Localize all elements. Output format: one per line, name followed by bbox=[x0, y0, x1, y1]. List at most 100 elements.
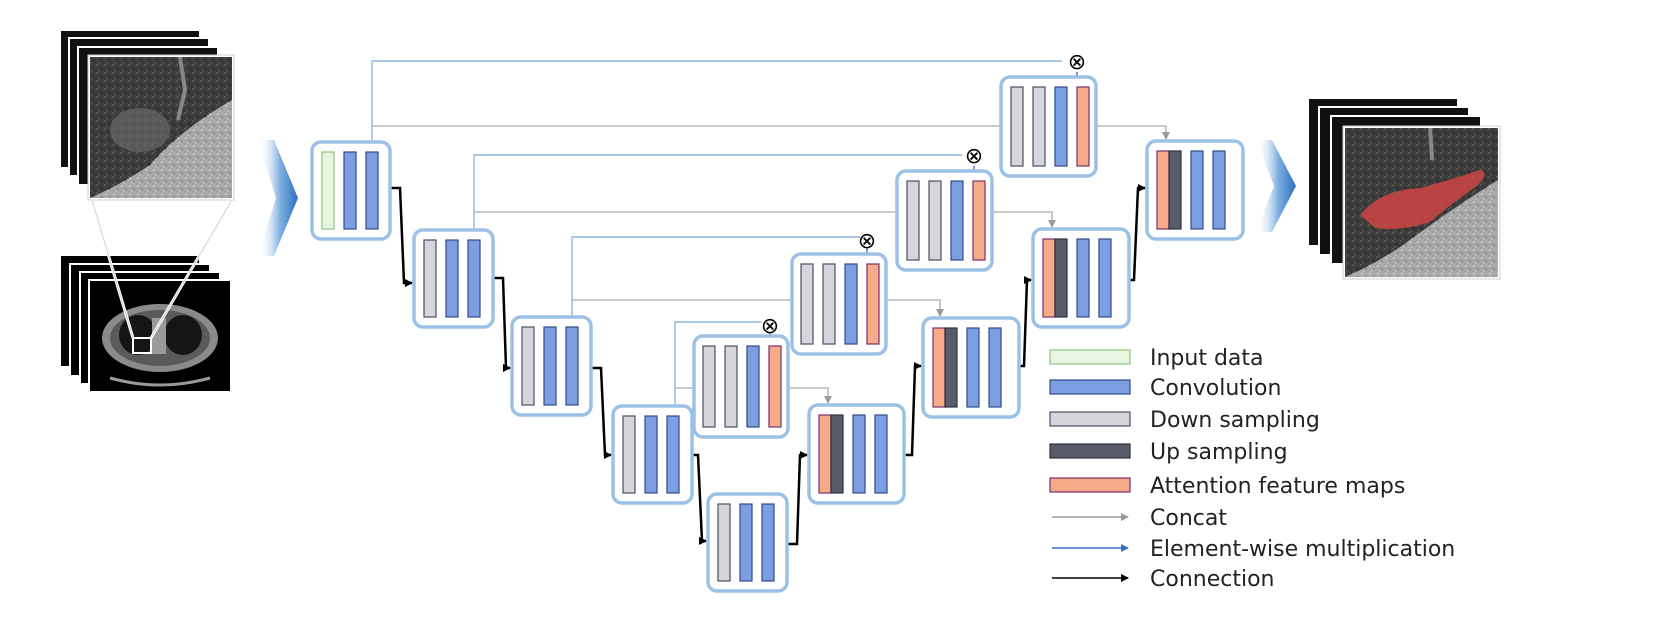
down-bar bbox=[717, 503, 731, 582]
legend-swatch bbox=[1049, 443, 1131, 459]
connection-line-3 bbox=[591, 366, 612, 459]
down-bar bbox=[521, 326, 535, 406]
connection-lines bbox=[371, 60, 1170, 546]
down-bar bbox=[702, 345, 716, 428]
down-bar bbox=[724, 345, 738, 428]
down-bar bbox=[1032, 86, 1046, 167]
attention-bar bbox=[972, 180, 986, 261]
flow-arrow-in bbox=[258, 140, 298, 256]
conv-bar bbox=[746, 345, 760, 428]
conv-bar bbox=[467, 239, 481, 318]
legend-item-conv: Convolution bbox=[1049, 376, 1281, 401]
concat-line-3 bbox=[572, 299, 944, 317]
conv-bar bbox=[1098, 238, 1112, 318]
conv-bar bbox=[565, 326, 579, 406]
conv-bar bbox=[343, 151, 357, 230]
legend-item-attention: Attention feature maps bbox=[1049, 474, 1405, 499]
down-bar bbox=[906, 180, 920, 261]
up-bar bbox=[830, 414, 844, 494]
conv-bar bbox=[1076, 238, 1090, 318]
multiply-line-3 bbox=[571, 236, 860, 317]
encoder-block-3 bbox=[510, 315, 593, 417]
legend-label: Input data bbox=[1150, 346, 1264, 371]
down-bar bbox=[622, 415, 636, 494]
encoder-block-1 bbox=[310, 140, 392, 241]
connection-line-7 bbox=[1019, 276, 1032, 368]
attention-bar bbox=[1076, 86, 1090, 167]
attention-block-4 bbox=[999, 75, 1098, 178]
connection-line-1 bbox=[390, 186, 413, 287]
conv-bar bbox=[950, 180, 964, 261]
legend-item-concat: Concat bbox=[1052, 506, 1227, 531]
legend-swatch bbox=[1049, 349, 1131, 365]
legend-item-up: Up sampling bbox=[1049, 440, 1288, 465]
decoder-block-1 bbox=[807, 403, 906, 505]
down-bar bbox=[928, 180, 942, 261]
encoder-block-4 bbox=[611, 404, 694, 505]
legend-swatch bbox=[1049, 411, 1131, 427]
down-bar bbox=[1010, 86, 1024, 167]
conv-bar bbox=[966, 327, 980, 408]
legend-swatch bbox=[1049, 477, 1131, 493]
input-ct-images bbox=[59, 29, 235, 393]
decoder-block-3 bbox=[1031, 227, 1131, 329]
down-bar bbox=[800, 263, 814, 345]
attention-bar bbox=[1042, 238, 1056, 318]
multiply-symbol-2: ⊗ bbox=[965, 144, 983, 169]
attention-bar bbox=[866, 263, 880, 345]
multiply-line-4 bbox=[674, 321, 762, 406]
legend-item-multiply: Element-wise multiplication bbox=[1052, 537, 1455, 562]
connection-line-2 bbox=[493, 276, 511, 372]
conv-bar bbox=[1212, 150, 1226, 230]
up-bar bbox=[1168, 150, 1182, 230]
legend-label: Concat bbox=[1150, 506, 1227, 531]
output-segmentation-images bbox=[1307, 97, 1501, 280]
legend-item-connection: Connection bbox=[1052, 567, 1274, 592]
encoder-block-2 bbox=[412, 228, 495, 329]
decoder-block-2 bbox=[921, 316, 1021, 419]
down-bar bbox=[822, 263, 836, 345]
multiply-symbols: ⊗⊗⊗⊗ bbox=[761, 50, 1086, 339]
up-bar bbox=[1054, 238, 1068, 318]
conv-bar bbox=[666, 415, 680, 494]
conv-bar bbox=[739, 503, 753, 582]
bottleneck-block bbox=[706, 492, 789, 593]
attention-bar bbox=[768, 345, 782, 428]
attention-bar bbox=[1156, 150, 1170, 230]
legend-item-input: Input data bbox=[1049, 346, 1264, 371]
conv-bar bbox=[1054, 86, 1068, 167]
concat-line-1 bbox=[372, 125, 1170, 140]
conv-bar bbox=[761, 503, 775, 582]
network-blocks bbox=[310, 75, 1245, 593]
multiply-symbol-4: ⊗ bbox=[761, 314, 779, 339]
connection-line-4 bbox=[692, 453, 707, 545]
down-bar bbox=[423, 239, 437, 318]
conv-bar bbox=[1190, 150, 1204, 230]
block-frame bbox=[790, 252, 888, 356]
attention-block-1 bbox=[692, 334, 790, 439]
conv-bar bbox=[874, 414, 888, 494]
connection-line-6 bbox=[904, 362, 922, 457]
legend-label: Down sampling bbox=[1150, 408, 1320, 433]
attention-bar bbox=[818, 414, 832, 494]
connection-line-8 bbox=[1129, 184, 1146, 282]
attention-bar bbox=[932, 327, 946, 408]
flow-arrow-out bbox=[1256, 140, 1296, 232]
conv-bar bbox=[365, 151, 379, 230]
conv-bar bbox=[543, 326, 557, 406]
block-frame bbox=[999, 75, 1098, 178]
attention-block-2 bbox=[790, 252, 888, 356]
conv-bar bbox=[445, 239, 459, 318]
conv-bar bbox=[844, 263, 858, 345]
block-frame bbox=[895, 169, 994, 272]
block-frame bbox=[692, 334, 790, 439]
legend-label: Connection bbox=[1150, 567, 1274, 592]
concat-line-2 bbox=[474, 211, 1056, 228]
multiply-line-2 bbox=[473, 154, 962, 230]
conv-bar bbox=[852, 414, 866, 494]
legend-label: Element-wise multiplication bbox=[1150, 537, 1455, 562]
up-bar bbox=[944, 327, 958, 408]
attention-block-3 bbox=[895, 169, 994, 272]
